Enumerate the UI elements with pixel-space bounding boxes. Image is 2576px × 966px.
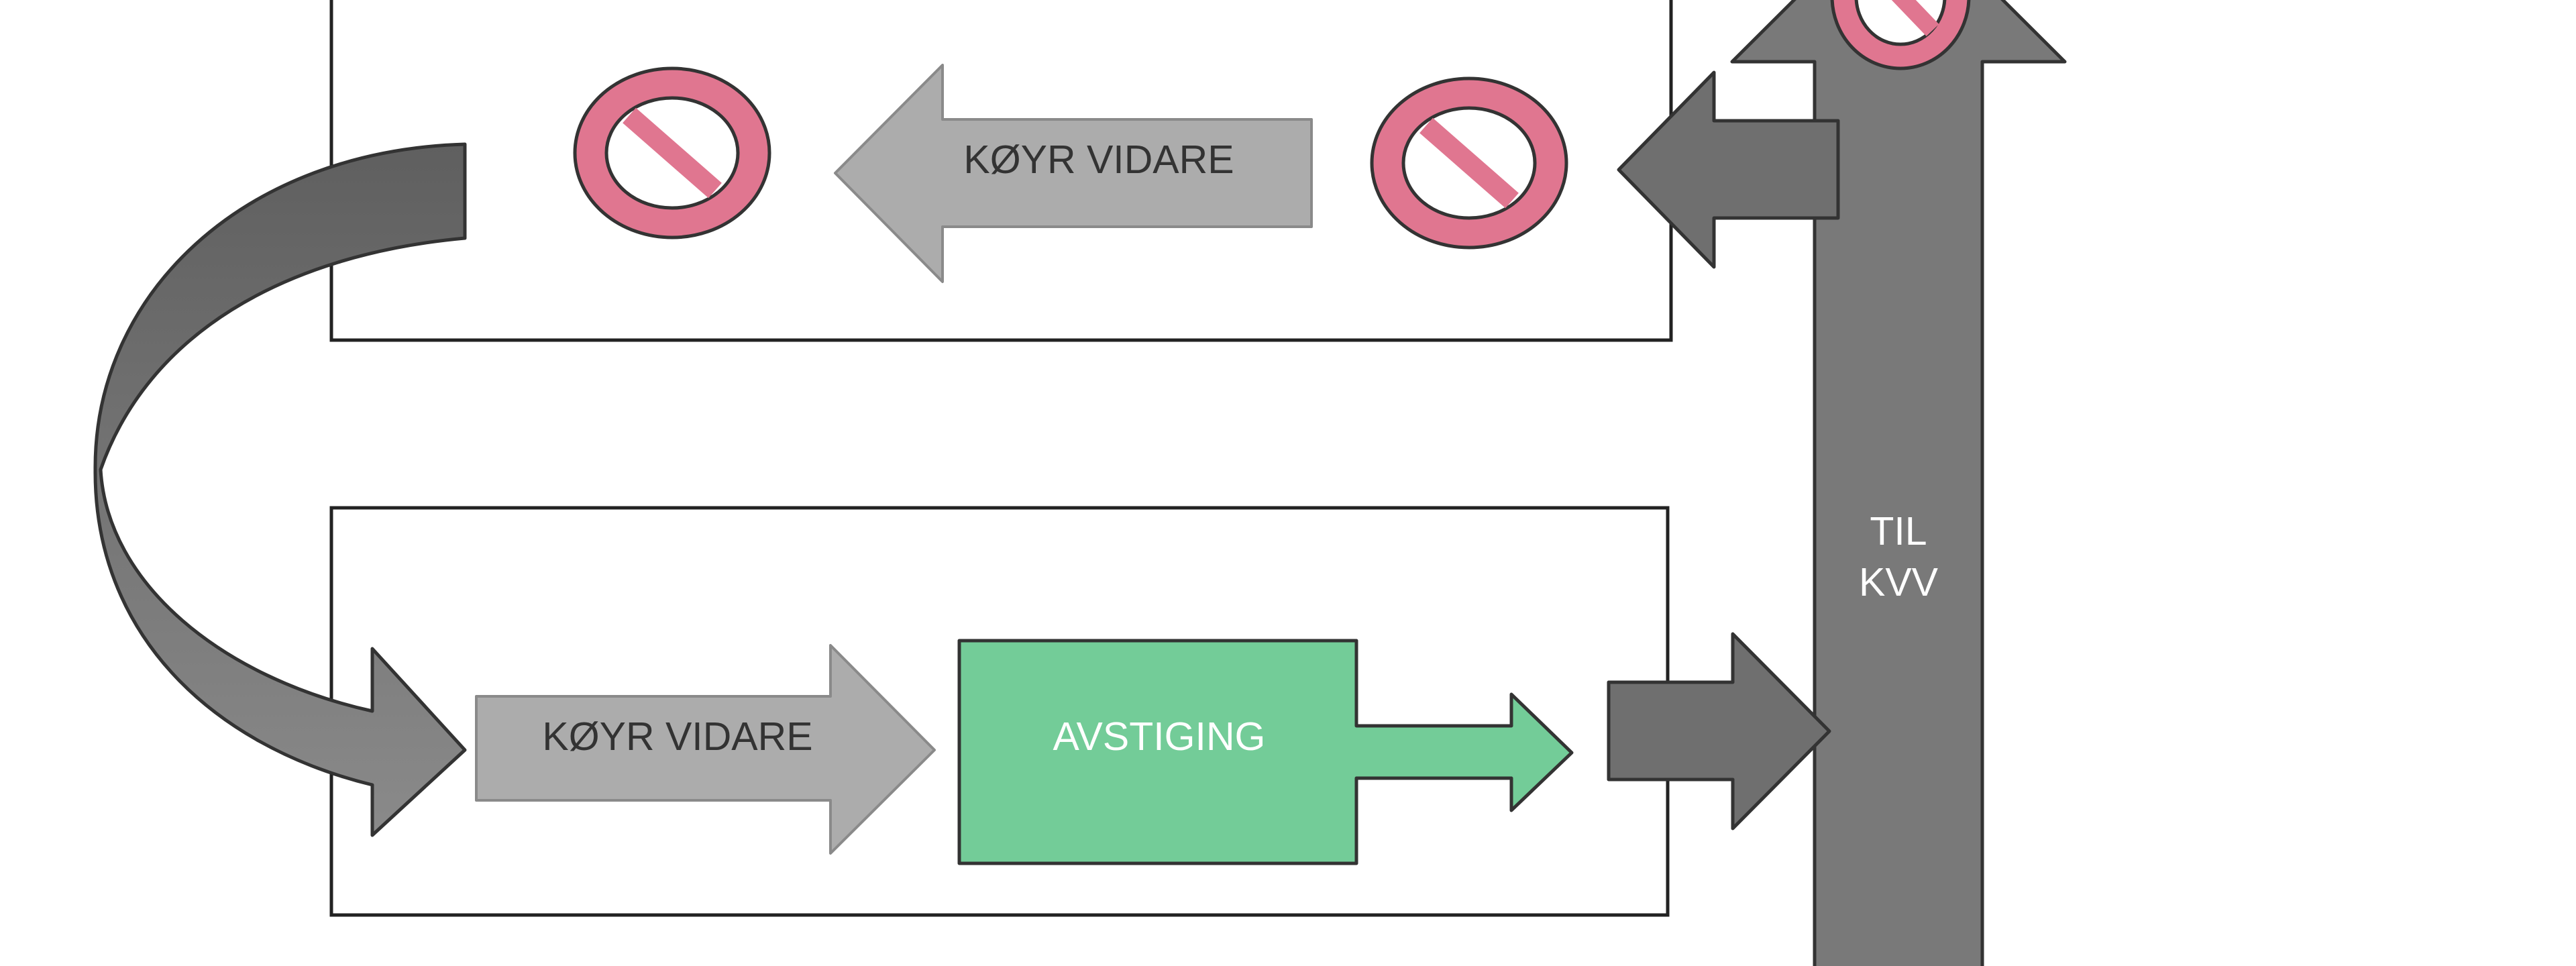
top-continue-arrow [834,64,1313,283]
no-entry-icon [1370,76,1568,250]
entry-arrow-top [1617,70,1840,269]
no-entry-icon [1830,0,1971,70]
til-kvv-label-line1: TIL [1870,509,1927,553]
avstiging-label: AVSTIGING [1053,714,1266,759]
til-kvv-label-line2: KVV [1859,560,1939,604]
no-entry-icon [573,66,771,239]
bottom-continue-arrow [475,644,936,855]
bottom-continue-label: KØYR VIDARE [542,714,812,759]
curved-return-arrow [93,142,467,837]
avstiging-box [957,639,1574,865]
exit-arrow-bottom [1607,632,1831,830]
top-continue-label: KØYR VIDARE [963,138,1234,182]
